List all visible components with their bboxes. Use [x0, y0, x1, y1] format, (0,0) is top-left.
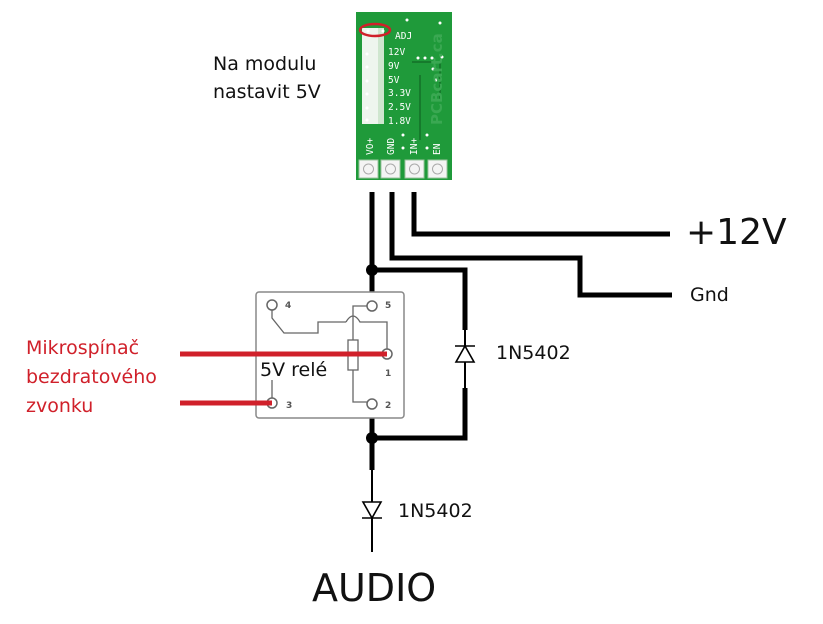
module-note: Na modulu nastavit 5V: [213, 50, 321, 106]
wire-diode-to-pin2: [372, 388, 468, 441]
flyback-diode-label: 1N5402: [496, 342, 571, 364]
output-diode-symbol: [361, 501, 383, 520]
jumper-pads: [362, 28, 384, 124]
module-note-line2: nastavit 5V: [213, 81, 321, 103]
pin-label-en: EN: [432, 143, 443, 155]
pcb-label-1v8: 1.8V: [388, 116, 411, 127]
adj-highlight-ellipse: [358, 22, 392, 38]
pcb-brand: PCBcart.ca: [428, 33, 446, 125]
switch-label: Mikrospínač bezdratového zvonku: [26, 334, 157, 421]
output-label: AUDIO: [312, 566, 437, 610]
pin-pads: [358, 159, 448, 179]
relay-pin-2-label: 2: [385, 401, 391, 411]
supply-ground-label: Gnd: [690, 284, 729, 306]
pin-label-vo: VO+: [365, 138, 376, 155]
pin-label-gnd: GND: [386, 138, 397, 155]
supply-positive-label: +12V: [686, 212, 787, 253]
module-note-line1: Na modulu: [213, 53, 317, 75]
output-diode-label: 1N5402: [398, 500, 473, 522]
relay-pin-2: [366, 398, 378, 410]
pcb-label-3v3: 3.3V: [388, 88, 411, 99]
junction-bottom: [366, 432, 378, 444]
wire-gnd: [389, 192, 672, 298]
wire-12v: [411, 192, 670, 237]
buck-module: ADJ 12V 9V 5V 3.3V 2.5V 1.8V PCBcart.ca …: [356, 12, 452, 180]
relay-pin-5-label: 5: [385, 301, 391, 311]
wires: [369, 192, 672, 470]
pin-label-in: IN+: [409, 138, 420, 155]
relay-pin-4-label: 4: [285, 301, 291, 311]
pcb-label-12v: 12V: [388, 47, 405, 58]
wire-vo-to-diode: [372, 267, 468, 330]
switch-label-line2: bezdratového: [26, 366, 157, 388]
relay-label: 5V relé: [260, 359, 328, 381]
relay-pin-1-label: 1: [385, 369, 391, 379]
relay-pin-3-label: 3: [286, 401, 292, 411]
pcb-label-adj: ADJ: [395, 31, 412, 42]
relay-pin-5: [366, 300, 378, 312]
pcb-vias: [365, 18, 444, 150]
junction-top: [366, 264, 378, 276]
pcb-label-2v5: 2.5V: [388, 102, 411, 113]
relay-pin-4: [266, 299, 278, 311]
flyback-diode-symbol: [454, 344, 476, 363]
pcb-label-9v: 9V: [388, 61, 400, 72]
pcb-traces: [412, 61, 441, 140]
switch-label-line3: zvonku: [26, 395, 94, 417]
switch-label-line1: Mikrospínač: [26, 337, 140, 359]
switch-wires: [180, 351, 387, 406]
pcb-label-5v: 5V: [388, 75, 400, 86]
